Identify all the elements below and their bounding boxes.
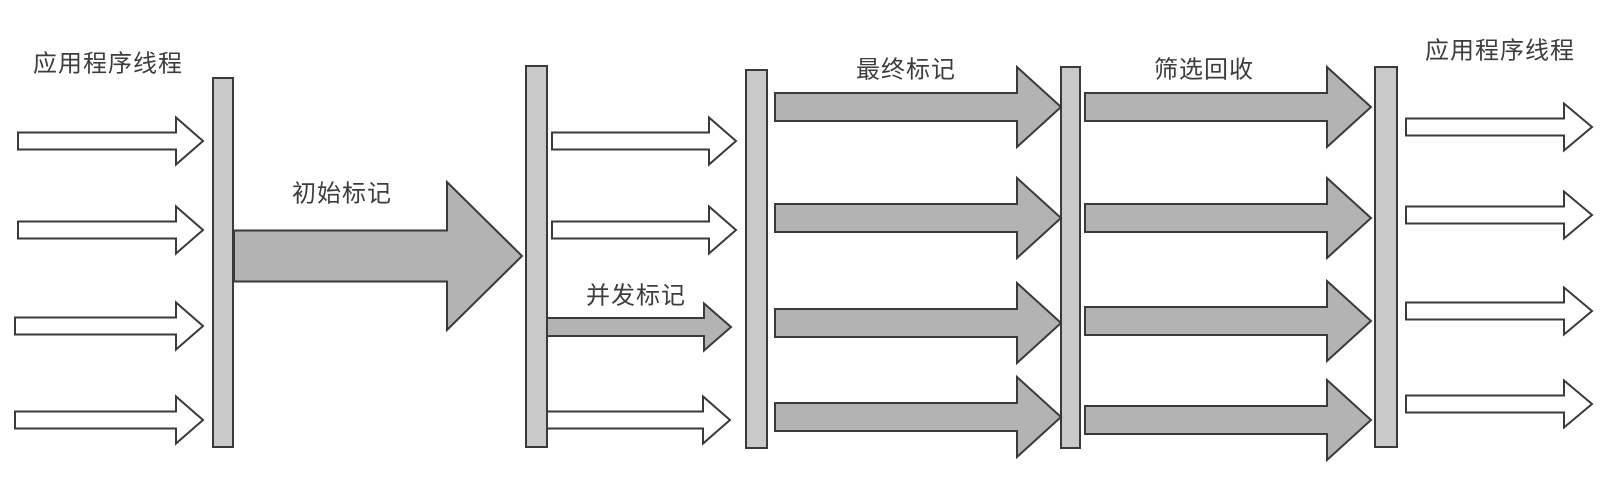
app-thread-arrow-mid-1 bbox=[551, 115, 738, 167]
stw-barrier-5 bbox=[1374, 66, 1398, 448]
stw-barrier-4 bbox=[1060, 66, 1081, 449]
label-app-threads-left: 应用程序线程 bbox=[33, 50, 183, 78]
final-mark-arrow-2 bbox=[774, 175, 1063, 261]
stw-barrier-2 bbox=[525, 65, 548, 448]
final-mark-arrow-4 bbox=[774, 374, 1063, 460]
concurrent-mark-arrow bbox=[546, 301, 733, 353]
label-initial-mark: 初始标记 bbox=[292, 180, 392, 208]
final-mark-arrow-1 bbox=[774, 64, 1063, 150]
stw-barrier-1 bbox=[212, 77, 234, 448]
initial-mark-arrow bbox=[233, 179, 524, 333]
app-thread-arrow-left-1 bbox=[17, 115, 205, 167]
final-mark-arrow-3 bbox=[774, 280, 1063, 366]
app-thread-arrow-mid-3 bbox=[546, 394, 732, 446]
label-concurrent-mark: 并发标记 bbox=[586, 282, 686, 310]
app-thread-arrow-left-2 bbox=[17, 204, 205, 256]
app-thread-arrow-right-2 bbox=[1405, 189, 1594, 241]
label-final-mark: 最终标记 bbox=[856, 56, 956, 84]
app-thread-arrow-right-1 bbox=[1405, 101, 1594, 153]
app-thread-arrow-right-4 bbox=[1405, 378, 1594, 430]
label-app-threads-right: 应用程序线程 bbox=[1425, 37, 1575, 65]
screening-recycle-arrow-3 bbox=[1084, 278, 1373, 364]
screening-recycle-arrow-1 bbox=[1084, 64, 1373, 150]
app-thread-arrow-mid-2 bbox=[551, 204, 738, 256]
stw-barrier-3 bbox=[745, 69, 768, 449]
app-thread-arrow-right-3 bbox=[1405, 285, 1594, 337]
screening-recycle-arrow-4 bbox=[1084, 377, 1373, 463]
app-thread-arrow-left-4 bbox=[14, 394, 205, 446]
label-screening-recycle: 筛选回收 bbox=[1154, 56, 1254, 84]
screening-recycle-arrow-2 bbox=[1084, 175, 1373, 261]
app-thread-arrow-left-3 bbox=[14, 300, 205, 352]
